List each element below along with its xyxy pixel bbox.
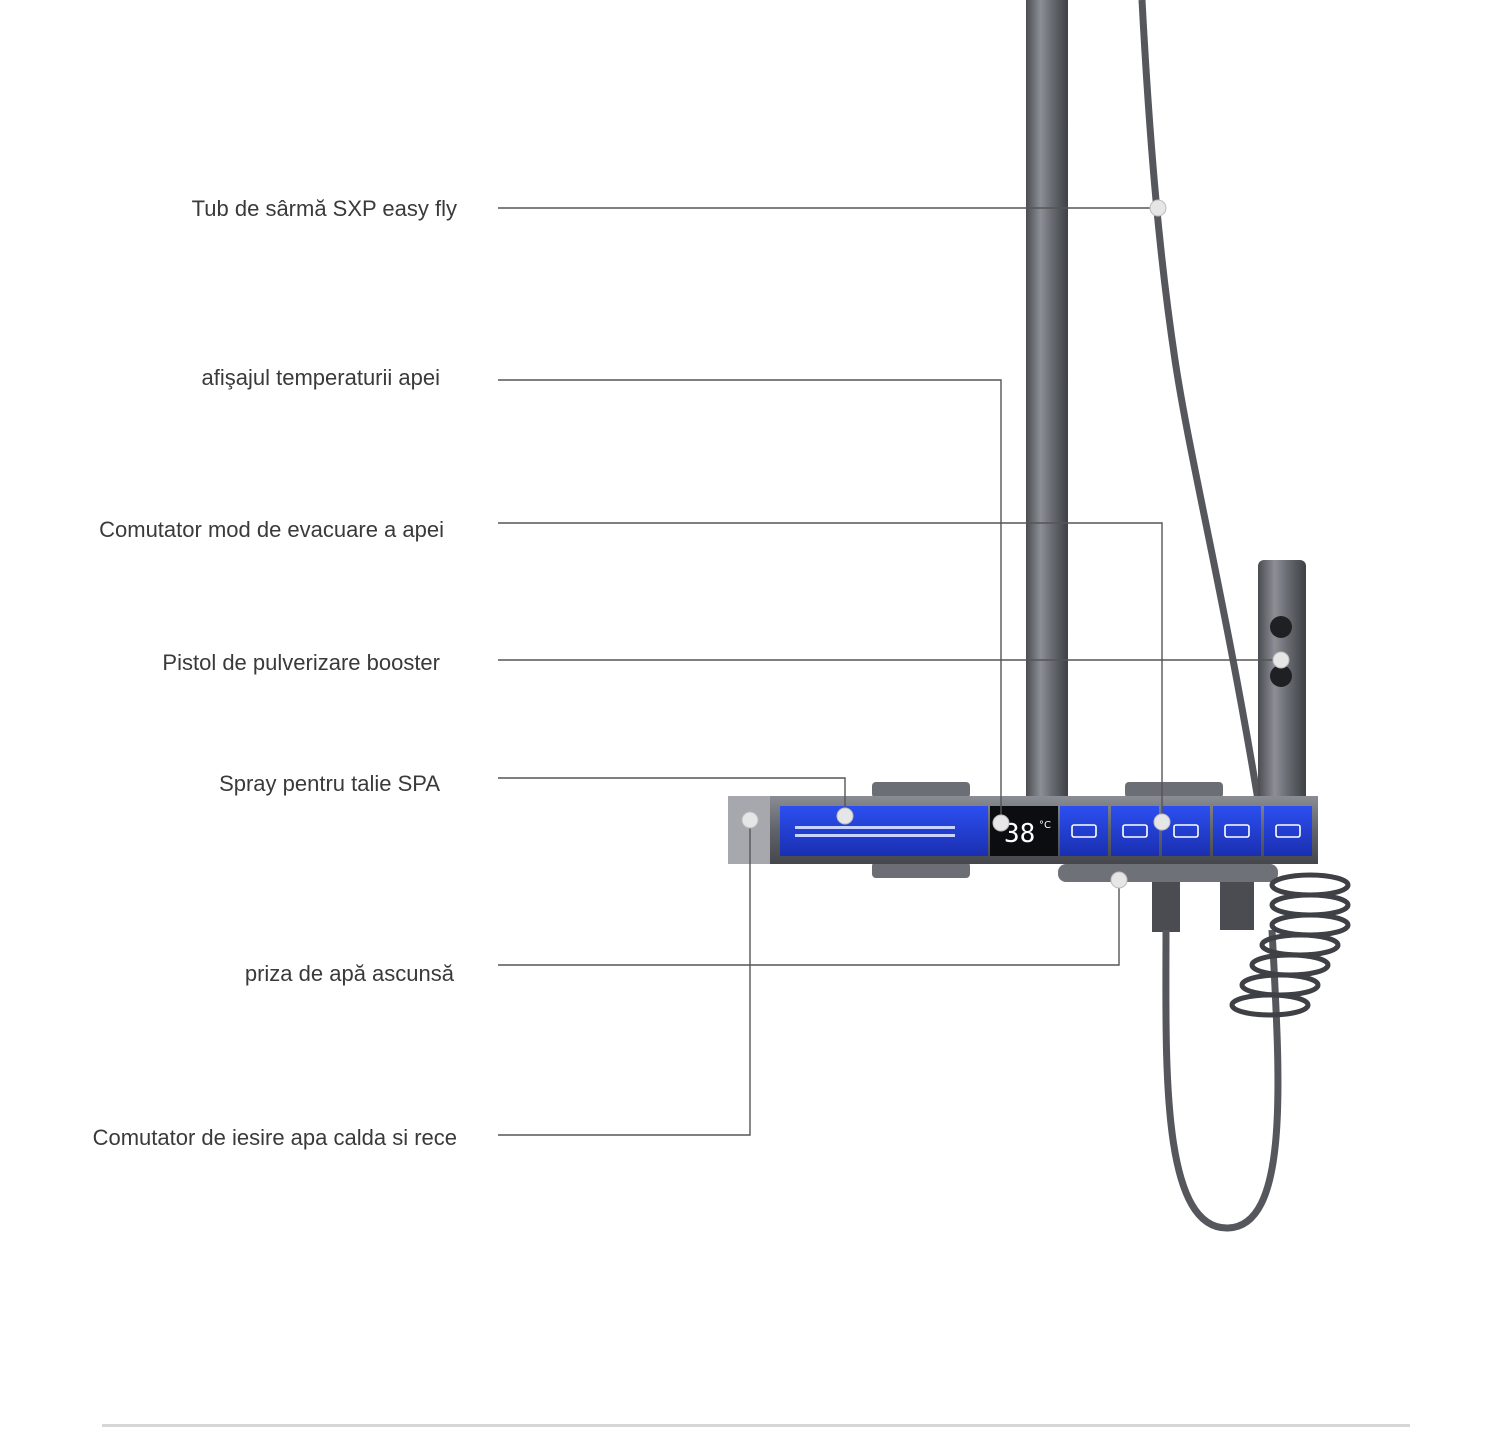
callout-temp-display: afişajul temperaturii apei [201,365,440,390]
waterfall-icon [1071,824,1097,838]
callout-booster-gun: Pistol de pulverizare booster [162,650,440,675]
callout-wire-tube: Tub de sârmă SXP easy fly [191,196,457,221]
main-pipe [1026,0,1068,805]
lower-hose [1162,929,1282,1232]
mode-button-5 [1264,806,1312,856]
mode-buttons [1060,806,1312,856]
callout-hot-cold-switch: Comutator de iesire apa calda si rece [92,1125,457,1150]
rain-icon [1122,824,1148,838]
spa-panel [780,806,988,856]
top-shower-icon [1275,824,1301,838]
callout-mode-switch: Comutator mod de evacuare a apei [99,517,444,542]
callout-dots [741,199,1290,889]
temperature-unit: °C [1039,820,1051,831]
mode-button-2 [1111,806,1159,856]
handshower-icon [1224,824,1250,838]
bottom-divider [102,1424,1410,1427]
mode-button-4 [1213,806,1261,856]
top-hose [1138,0,1262,801]
mode-button-1 [1060,806,1108,856]
coiled-cable [1229,872,1351,1018]
callout-hidden-outlet: priza de apă ascunsă [244,961,454,986]
tub-icon [1173,824,1199,838]
leader-lines [498,207,1281,1136]
mode-button-3 [1162,806,1210,856]
callout-spa-spray: Spray pentru talie SPA [219,771,440,796]
